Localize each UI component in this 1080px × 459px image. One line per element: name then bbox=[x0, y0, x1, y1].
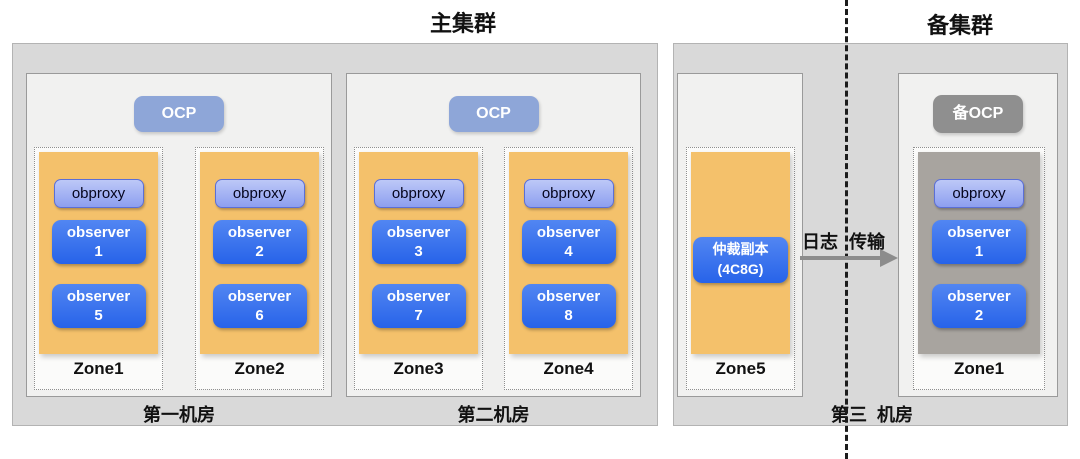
observer-node: observer 4 bbox=[521, 220, 616, 264]
zone-4-label: Zone4 bbox=[543, 359, 594, 378]
observer-name: observer bbox=[66, 223, 131, 241]
standby-cluster-title: 备集群 bbox=[926, 13, 993, 38]
observer-node: observer 2 bbox=[932, 284, 1026, 328]
observer-name: observer bbox=[386, 223, 451, 241]
observer-node: observer 8 bbox=[521, 284, 616, 328]
obproxy-node: obproxy bbox=[53, 179, 144, 208]
log-transfer-label-right: 传输 bbox=[849, 232, 885, 252]
ocp-box-room1: OCP bbox=[134, 96, 224, 132]
room-3-label-left: 第三 bbox=[831, 405, 867, 425]
room-3-label-right: 机房 bbox=[877, 405, 913, 425]
room-1: OCP obproxy observer 1 observer 5 bbox=[26, 73, 332, 397]
observer-number: 3 bbox=[414, 243, 423, 260]
arbiter-replica-node: 仲裁副本 (4C8G) bbox=[693, 237, 788, 283]
room-3: 仲裁副本 (4C8G) Zone5 bbox=[677, 73, 803, 397]
room-1-label: 第一机房 bbox=[26, 401, 332, 425]
zone-3-label: Zone3 bbox=[393, 359, 444, 378]
zone-5-fill: 仲裁副本 (4C8G) bbox=[691, 152, 790, 354]
observer-number: 5 bbox=[94, 307, 103, 324]
backup-room: 备OCP obproxy observer 1 observer 2 Zone1 bbox=[898, 73, 1058, 397]
room-1-zones: obproxy observer 1 observer 5 Zone1 bbox=[34, 147, 324, 390]
observer-node: observer 3 bbox=[371, 220, 466, 264]
zone-4: obproxy observer 4 observer 8 Zone4 bbox=[504, 147, 633, 390]
zone-4-fill: obproxy observer 4 observer 8 bbox=[509, 152, 628, 354]
observer-name: observer bbox=[536, 223, 601, 241]
standby-ocp-box: 备OCP bbox=[933, 95, 1023, 133]
observer-name: observer bbox=[386, 287, 451, 305]
log-transfer-arrow-line bbox=[800, 256, 882, 260]
room-2-label-text: 第二机房 bbox=[457, 405, 530, 425]
observer-node: observer 2 bbox=[212, 220, 307, 264]
zone-1: obproxy observer 1 observer 5 Zone1 bbox=[34, 147, 163, 390]
obproxy-node: obproxy bbox=[934, 179, 1024, 208]
observer-name: observer bbox=[947, 223, 1011, 241]
zone-5: 仲裁副本 (4C8G) Zone5 bbox=[686, 147, 795, 390]
obproxy-node: obproxy bbox=[214, 179, 305, 208]
observer-name: observer bbox=[66, 287, 131, 305]
backup-zone-1-label: Zone1 bbox=[953, 359, 1005, 378]
room-3-label: 第三 机房 bbox=[807, 401, 937, 425]
obproxy-node: obproxy bbox=[373, 179, 464, 208]
log-transfer-label: 日志 传输 bbox=[802, 228, 885, 254]
room-2-zones: obproxy observer 3 observer 7 Zone3 bbox=[354, 147, 633, 390]
observer-number: 2 bbox=[255, 243, 264, 260]
observer-number: 7 bbox=[414, 307, 423, 324]
zone-2-label: Zone2 bbox=[234, 359, 285, 378]
observer-number: 1 bbox=[974, 243, 984, 260]
log-transfer-label-left: 日志 bbox=[802, 232, 838, 252]
observer-node: observer 1 bbox=[932, 220, 1026, 264]
observer-name: observer bbox=[227, 223, 292, 241]
observer-node: observer 1 bbox=[51, 220, 146, 264]
observer-node: observer 6 bbox=[212, 284, 307, 328]
observer-name: observer bbox=[227, 287, 292, 305]
cluster-divider-dashed-line bbox=[845, 0, 848, 459]
standby-side-container: 仲裁副本 (4C8G) Zone5 备OCP obproxy observer … bbox=[673, 43, 1068, 426]
observer-name: observer bbox=[947, 287, 1011, 305]
observer-number: 2 bbox=[974, 307, 984, 324]
zone-1-label: Zone1 bbox=[73, 359, 124, 378]
backup-zone-1-fill: obproxy observer 1 observer 2 bbox=[918, 152, 1040, 354]
observer-number: 6 bbox=[255, 307, 264, 324]
observer-number: 1 bbox=[94, 243, 103, 260]
zone-2: obproxy observer 2 observer 6 Zone2 bbox=[195, 147, 324, 390]
observer-node: observer 7 bbox=[371, 284, 466, 328]
observer-node: observer 5 bbox=[51, 284, 146, 328]
primary-cluster-title: 主集群 bbox=[429, 11, 496, 36]
zone-1-fill: obproxy observer 1 observer 5 bbox=[39, 152, 158, 354]
log-transfer-arrow-head bbox=[880, 249, 898, 267]
obproxy-node: obproxy bbox=[523, 179, 614, 208]
observer-number: 8 bbox=[564, 307, 573, 324]
observer-number: 4 bbox=[564, 243, 573, 260]
observer-name: observer bbox=[536, 287, 601, 305]
room-2: OCP obproxy observer 3 observer 7 bbox=[346, 73, 641, 397]
backup-zone-1: obproxy observer 1 observer 2 Zone1 bbox=[913, 147, 1045, 390]
ocp-box-room2: OCP bbox=[448, 96, 539, 132]
zone-2-fill: obproxy observer 2 observer 6 bbox=[200, 152, 319, 354]
room-1-label-text: 第一机房 bbox=[143, 405, 215, 425]
zone-5-label: Zone5 bbox=[715, 359, 766, 378]
zone-3-fill: obproxy observer 3 observer 7 bbox=[359, 152, 478, 354]
zone-3: obproxy observer 3 observer 7 Zone3 bbox=[354, 147, 483, 390]
room-2-label: 第二机房 bbox=[346, 401, 641, 425]
primary-cluster-container: OCP obproxy observer 1 observer 5 bbox=[12, 43, 658, 426]
arbiter-spec: (4C8G) bbox=[717, 261, 764, 277]
arbiter-name: 仲裁副本 bbox=[712, 241, 769, 258]
